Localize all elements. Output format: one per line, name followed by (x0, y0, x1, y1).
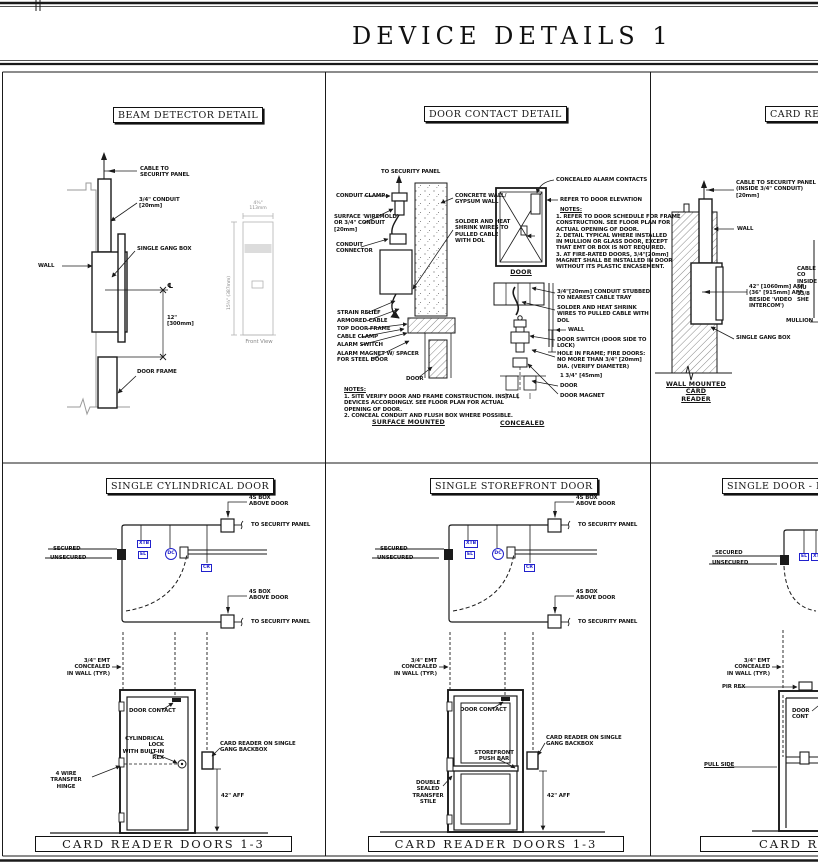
label-wall-reader: WALL (737, 226, 754, 232)
label-4s-box-above-door-2: 4S BOX ABOVE DOOR (249, 589, 289, 602)
label-alarm-magnet: ALARM MAGNET W/ SPACER FOR STEEL DOOR (337, 351, 419, 364)
label-to-security-panel-plan: TO SECURITY PANEL (251, 522, 311, 528)
label-solder-wires-concealed: SOLDER AND HEAT SHRINK WIRES TO PULLED C… (557, 305, 649, 324)
tag-el-3: EL (799, 553, 810, 561)
notes-title-surface: NOTES: (344, 387, 366, 393)
caption-concealed: CONCEALED (500, 420, 545, 427)
label-armored-cable: ARMORED CABLE (337, 318, 388, 324)
panel-title-door-contact: DOOR CONTACT DETAIL (424, 106, 567, 122)
tag-xtb: XTB (137, 540, 152, 548)
label-to-security-panel-plan-3: TO SECURITY PANEL (578, 522, 638, 528)
notes-surface-mounted: 1. SITE VERIFY DOOR AND FRAME CONSTRUCTI… (344, 394, 520, 419)
label-unsecured-3: UNSECURED (712, 560, 749, 566)
label-conduit: 3/4" CONDUIT [20mm] (139, 197, 180, 210)
caption-card-reader-doors: CARD READER DOORS 1-3 (35, 836, 292, 852)
label-door-magnet: DOOR MAGNET (560, 393, 605, 399)
tag-xtb-2: XTB (464, 540, 479, 548)
label-pir-rex: PIR REX (722, 684, 746, 690)
front-view-width-dim: 4¾" 113mm (249, 201, 267, 212)
label-door-frame: DOOR FRAME (137, 369, 177, 375)
label-cable-clamp: CABLE CLAMP (337, 334, 379, 340)
caption-card-reader-doors-2: CARD READER DOORS 1-3 (368, 836, 624, 852)
label-surface-wiremold: SURFACE 'WIREMOLD' OR 3/4" CONDUIT [20mm… (334, 214, 399, 233)
label-to-security-panel-plan-2: TO SECURITY PANEL (251, 619, 311, 625)
label-unsecured: UNSECURED (50, 555, 87, 561)
page-title: DEVICE DETAILS 1 (352, 22, 673, 50)
tag-cr-2: CR (524, 564, 535, 572)
panel-title-single-storefront-door: SINGLE STOREFRONT DOOR (430, 478, 598, 494)
panel-title-single-door-elec: SINGLE DOOR - ELEC (722, 478, 818, 494)
label-strain-relief: STRAIN RELIEF (337, 310, 381, 316)
label-single-gang-box: SINGLE GANG BOX (137, 246, 192, 252)
label-secured: SECURED (53, 546, 81, 552)
label-4s-box-above-door: 4S BOX ABOVE DOOR (249, 495, 289, 508)
label-transfer-stile: DOUBLE SEALED TRANSFER STILE (412, 780, 444, 805)
tag-cr: CR (201, 564, 212, 572)
label-top-door-frame: TOP DOOR FRAME (337, 326, 391, 332)
label-concrete-wall: CONCRETE WALL/ GYPSUM WALL (455, 193, 507, 206)
label-unsecured-2: UNSECURED (377, 555, 414, 561)
label-4s-box-above-door-3: 4S BOX ABOVE DOOR (576, 495, 616, 508)
front-view-caption: Front View (245, 339, 273, 345)
label-cable-to-security-panel-reader: CABLE TO SECURITY PANEL (INSIDE 3/4" CON… (736, 180, 816, 199)
label-42-aff-2: 42" AFF (547, 793, 571, 799)
label-cable-to-security-panel: CABLE TO SECURITY PANEL (140, 166, 190, 179)
label-single-gang-box-reader: SINGLE GANG BOX (736, 335, 791, 341)
caption-wall-mounted-card-reader: WALL MOUNTED CARD READER (666, 381, 726, 403)
label-fragment-mullion: MULLION (786, 318, 814, 324)
label-door-surface: DOOR (406, 376, 424, 382)
panel-title-card-reader: CARD READE (765, 106, 818, 122)
label-door-contact-elevation: DOOR CONTACT (129, 708, 176, 714)
label-conduit-clamp: CONDUIT CLAMP (336, 193, 386, 199)
label-concealed-alarm-contacts: CONCEALED ALARM CONTACTS (556, 177, 648, 183)
label-cylindrical-lock-rex: CYLINDRICAL LOCK WITH BUILT-IN REX (122, 736, 164, 761)
label-secured-3: SECURED (715, 550, 743, 556)
label-42-aff: 42" AFF (221, 793, 245, 799)
label-alarm-switch: ALARM SWITCH (337, 342, 383, 348)
tag-dc: DC (165, 548, 177, 560)
label-door-concealed: DOOR (560, 383, 578, 389)
label-conduit-stubbed: 3/4"[20mm] CONDUIT STUBBED TO NEAREST CA… (557, 289, 650, 302)
tag-dc-2: DC (492, 548, 504, 560)
label-emt-concealed-3: 3/4" EMT CONCEALED IN WALL (TYP.) (726, 658, 770, 677)
label-pull-side: PULL SIDE (704, 762, 735, 768)
label-to-security-panel-plan-4: TO SECURITY PANEL (578, 619, 638, 625)
label-dim-1-3-4: 1 3/4" [45mm] (560, 373, 603, 379)
label-card-reader-backbox: CARD READER ON SINGLE GANG BACKBOX (220, 741, 296, 754)
label-hole-in-frame: HOLE IN FRAME; FIRE DOORS: NO MORE THAN … (557, 351, 646, 370)
centerline-symbol: ℄ (167, 282, 174, 290)
tag-xtb-3: XTB (811, 553, 818, 561)
label-storefront-push-bar: STOREFRONT PUSH BAR (474, 750, 514, 763)
tag-el-2: EL (465, 551, 476, 559)
label-secured-2: SECURED (380, 546, 408, 552)
notes-concealed: 1. REFER TO DOOR SCHEDULE FOR FRAME CONS… (556, 214, 681, 271)
label-to-security-panel: TO SECURITY PANEL (381, 169, 441, 175)
front-view-height-dim: 15¾" (387mm) (227, 276, 232, 310)
label-door-contact-elevation-2: DOOR CONTACT (460, 707, 507, 713)
label-door-contact-clipped: DOOR CONT (792, 708, 810, 721)
caption-door-elevation: DOOR (510, 269, 532, 276)
label-refer-door-elevation: REFER TO DOOR ELEVATION (560, 197, 642, 203)
label-card-reader-backbox-2: CARD READER ON SINGLE GANG BACKBOX (546, 735, 622, 748)
label-door-switch: DOOR SWITCH (DOOR SIDE TO LOCK) (557, 337, 647, 350)
caption-card-reader-doors-clipped: CARD READE (700, 836, 818, 852)
label-emt-concealed-2: 3/4" EMT CONCEALED IN WALL (TYP.) (393, 658, 437, 677)
panel-title-single-cylindrical-door: SINGLE CYLINDRICAL DOOR (106, 478, 275, 494)
label-wall: WALL (38, 263, 55, 269)
label-wall-concealed: WALL (568, 327, 585, 333)
label-4-wire-transfer-hinge: 4 WIRE TRANSFER HINGE (50, 771, 82, 790)
panel-title-beam-detector: BEAM DETECTOR DETAIL (113, 107, 264, 123)
label-solder-wires: SOLDER AND HEAT SHRINK WIRES TO PULLED C… (455, 219, 511, 244)
label-dim-12in: 12" [300mm] (167, 315, 194, 328)
label-fragment-cable: CABLE CO INSIDE MU 13/8 SHE (797, 266, 817, 304)
caption-surface-mounted: SURFACE MOUNTED (372, 419, 445, 426)
notes-title-concealed: NOTES: (560, 207, 582, 213)
label-conduit-connector: CONDUIT CONNECTOR (336, 242, 373, 255)
label-mounting-height-aff: 42" [1060mm] AFF (36" [915mm] AFF BESIDE… (749, 284, 805, 309)
label-4s-box-above-door-4: 4S BOX ABOVE DOOR (576, 589, 616, 602)
label-emt-concealed: 3/4" EMT CONCEALED IN WALL (TYP.) (66, 658, 110, 677)
tag-el: EL (138, 551, 149, 559)
